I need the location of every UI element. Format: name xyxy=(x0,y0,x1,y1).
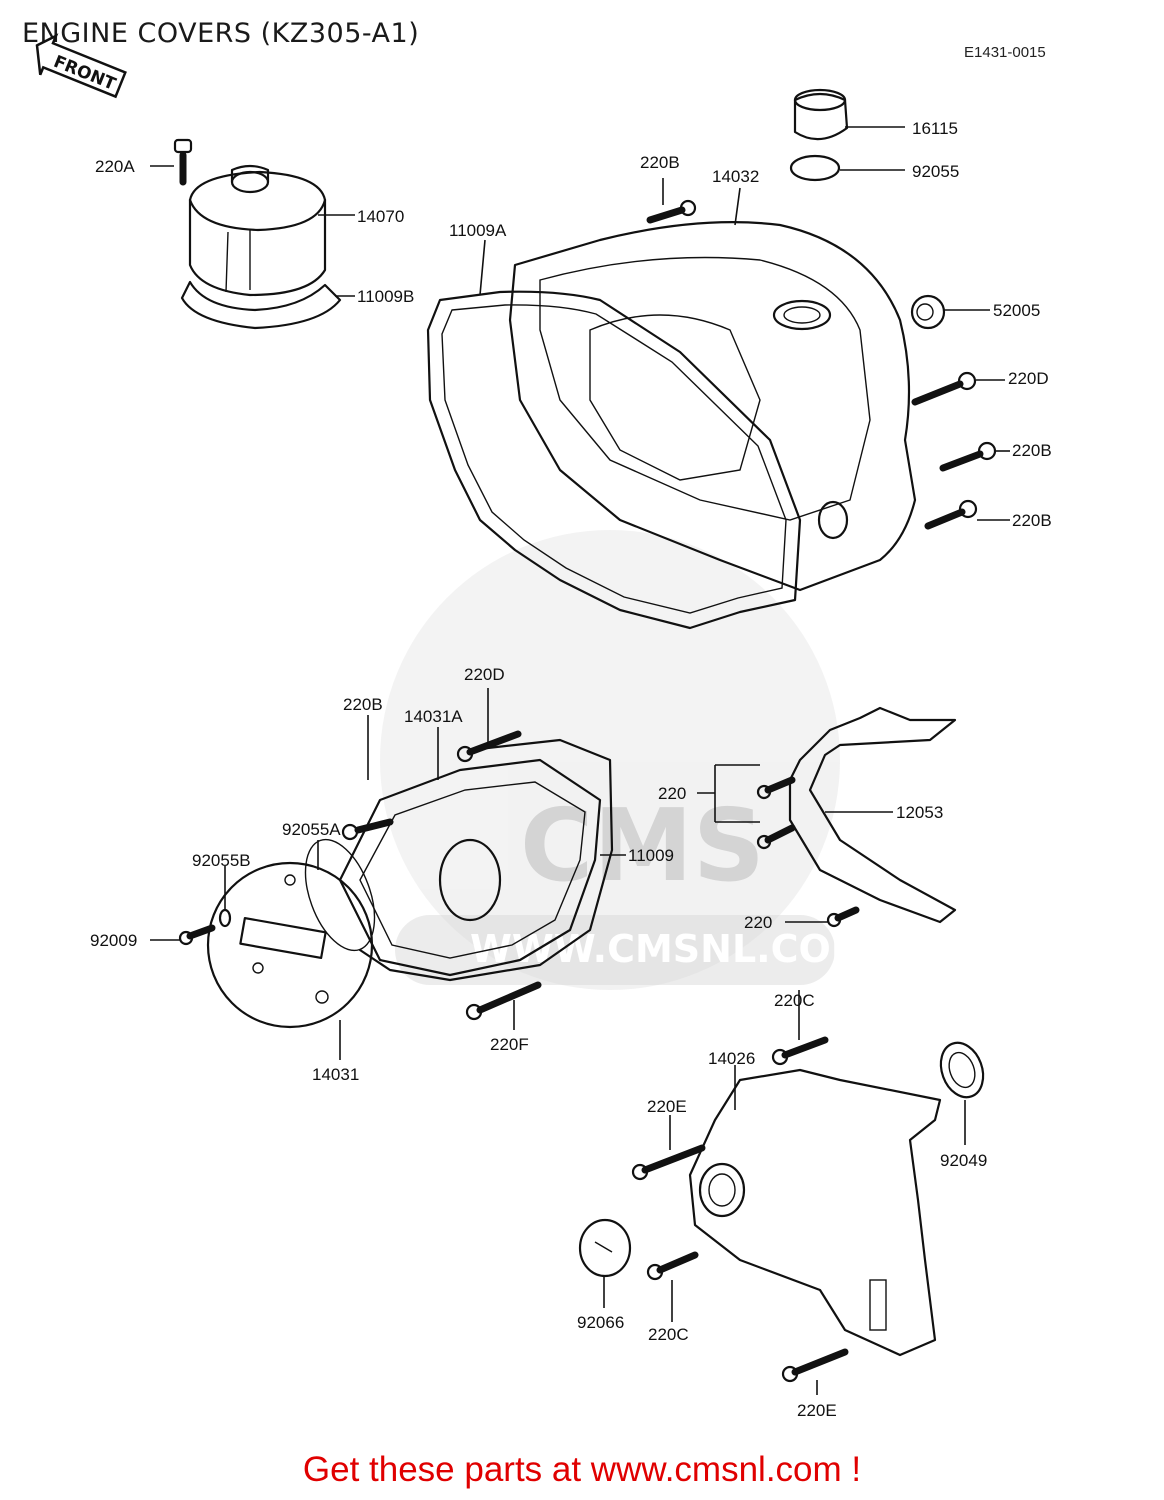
label-92066: 92066 xyxy=(577,1313,624,1332)
part-14031A-inner-cover xyxy=(338,758,602,977)
part-labels: 220A 14070 11009B 220B 14032 16115 92055… xyxy=(90,119,1052,1420)
cta-link[interactable]: Get these parts at www.cmsnl.com ! xyxy=(302,1450,862,1489)
part-220-bolt xyxy=(756,824,796,850)
front-arrow-icon: FRONT xyxy=(35,33,127,99)
part-220A-bolt xyxy=(173,138,193,186)
part-11009B-gasket xyxy=(180,280,342,330)
part-11009-gasket xyxy=(358,738,614,982)
part-14070-cover xyxy=(188,164,327,297)
part-12053-guide xyxy=(788,706,957,924)
label-92049: 92049 xyxy=(940,1151,987,1170)
label-14032: 14032 xyxy=(712,167,759,186)
part-16115-cap xyxy=(793,88,849,141)
part-220C-bolt xyxy=(646,1251,699,1281)
watermark-url: WWW.CMSNL.COM xyxy=(470,927,869,971)
diagram-title: ENGINE COVERS (KZ305-A1) xyxy=(22,18,420,49)
label-92055A: 92055A xyxy=(282,820,341,839)
label-220B: 220B xyxy=(640,153,680,172)
part-220F-bolt xyxy=(465,981,542,1021)
part-92066-plug xyxy=(578,1218,632,1278)
leader-lines xyxy=(150,126,1010,1395)
part-220B-bolt xyxy=(939,441,997,472)
label-220B: 220B xyxy=(343,695,383,714)
watermark-brand: CMS xyxy=(520,787,765,904)
label-92055B: 92055B xyxy=(192,851,251,870)
label-92009: 92009 xyxy=(90,931,137,950)
part-92055-oring xyxy=(789,154,841,182)
part-52005-plug xyxy=(910,294,946,330)
label-220: 220 xyxy=(744,913,772,932)
part-92055B-washer xyxy=(218,908,232,928)
label-11009: 11009 xyxy=(628,846,674,865)
label-52005: 52005 xyxy=(993,301,1040,320)
label-220B: 220B xyxy=(1012,511,1052,530)
part-220D-bolt xyxy=(456,730,522,763)
part-220B-bolt xyxy=(924,499,978,530)
part-220-bolt xyxy=(756,776,796,800)
label-220A: 220A xyxy=(95,157,135,176)
label-14026: 14026 xyxy=(708,1049,755,1068)
watermark: CMS WWW.CMSNL.COM xyxy=(380,530,869,990)
label-220: 220 xyxy=(658,784,686,803)
part-92055A-oring xyxy=(304,838,376,952)
label-220E: 220E xyxy=(647,1097,687,1116)
part-220B-bolt xyxy=(646,199,697,224)
label-220D: 220D xyxy=(1008,369,1049,388)
label-220C: 220C xyxy=(648,1325,689,1344)
part-220C-bolt xyxy=(771,1036,829,1066)
part-14026-sprocket-cover xyxy=(688,1068,942,1357)
part-220-bolt xyxy=(826,906,860,928)
diagram-code: E1431-0015 xyxy=(964,44,1046,61)
label-220D: 220D xyxy=(464,665,505,684)
label-220C: 220C xyxy=(774,991,815,1010)
label-16115: 16115 xyxy=(912,119,958,138)
label-11009B: 11009B xyxy=(357,287,414,306)
part-11009A-gasket xyxy=(426,290,802,630)
part-220E-bolt xyxy=(631,1144,706,1181)
part-220D-bolt xyxy=(911,371,977,406)
part-220E-bolt xyxy=(781,1348,849,1383)
label-220E: 220E xyxy=(797,1401,837,1420)
label-12053: 12053 xyxy=(896,803,943,822)
label-220F: 220F xyxy=(490,1035,529,1054)
label-11009A: 11009A xyxy=(449,221,507,240)
label-14031A: 14031A xyxy=(404,707,463,726)
part-14032-clutch-cover xyxy=(508,221,917,592)
part-92049-seal xyxy=(939,1041,985,1099)
part-220B-bolt xyxy=(341,818,394,841)
label-14070: 14070 xyxy=(357,207,404,226)
label-14031: 14031 xyxy=(312,1065,359,1084)
part-92009-screw xyxy=(178,924,216,946)
label-220B: 220B xyxy=(1012,441,1052,460)
label-92055: 92055 xyxy=(912,162,959,181)
part-14031-cover xyxy=(206,861,374,1029)
